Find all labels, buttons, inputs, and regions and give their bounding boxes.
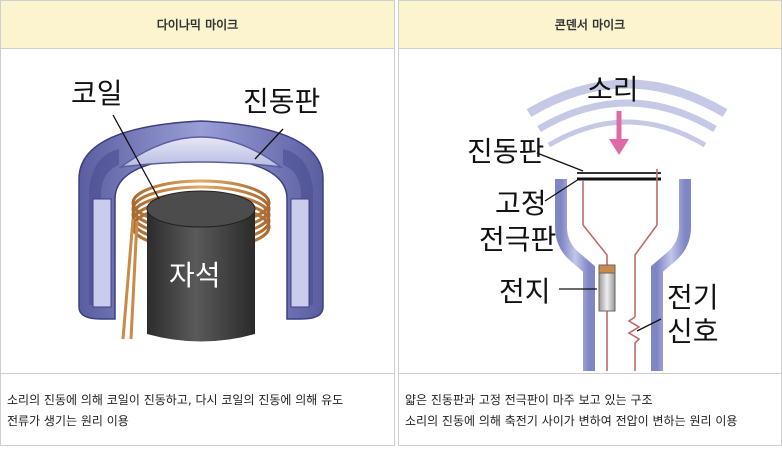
housing — [78, 120, 324, 320]
caption-line: 소리의 진동에 의해 코일이 진동하고, 다시 코일의 진동에 의해 유도 — [7, 393, 344, 407]
dynamic-mic-caption: 소리의 진동에 의해 코일이 진동하고, 다시 코일의 진동에 의해 유도 전류… — [1, 373, 394, 445]
mic-body — [555, 179, 691, 371]
fixed-electrode-leader-line — [544, 178, 580, 202]
diaphragm-label: 진동판 — [243, 85, 320, 118]
coil-leader-line — [112, 114, 160, 200]
signal-leader-line — [636, 318, 662, 332]
dynamic-mic-header: 다이나믹 마이크 — [1, 1, 394, 49]
fixed-electrode-label-line2: 전극판 — [479, 223, 556, 256]
condenser-mic-header: 콘덴서 마이크 — [399, 1, 781, 49]
signal-label-line1: 전기 — [667, 281, 719, 314]
sound-waves — [526, 79, 728, 148]
battery-label: 전지 — [499, 275, 551, 308]
dynamic-mic-illustration: 코일 진동판 자석 — [71, 77, 324, 342]
magnet-label: 자석 — [169, 259, 221, 292]
fixed-electrode-label-line1: 고정 — [495, 187, 547, 220]
signal-label-line2: 신호 — [667, 315, 719, 348]
caption-line: 얇은 진동판과 고정 전극판이 마주 보고 있는 구조 — [405, 393, 653, 407]
caption-line: 소리의 진동에 의해 축전기 사이가 변하여 전압이 변하는 원리 이용 — [405, 414, 738, 428]
coil-label: 코일 — [71, 77, 123, 110]
dynamic-mic-column: 다이나믹 마이크 — [0, 0, 395, 446]
diaphragm-label: 진동판 — [467, 135, 544, 168]
condenser-mic-diagram: 소리 진동판 고정 전극판 전지 전기 신호 — [399, 49, 781, 371]
battery — [598, 264, 616, 312]
sound-label: 소리 — [587, 73, 639, 106]
magnet — [146, 190, 256, 342]
dynamic-mic-diagram: 코일 진동판 자석 — [1, 49, 394, 371]
diaphragm-leader-line — [254, 128, 284, 160]
condenser-mic-caption: 얇은 진동판과 고정 전극판이 마주 보고 있는 구조 소리의 진동에 의해 축… — [399, 373, 781, 445]
condenser-mic-column: 콘덴서 마이크 — [398, 0, 782, 446]
diaphragm-dome — [118, 136, 284, 169]
caption-line: 전류가 생기는 원리 이용 — [7, 414, 129, 428]
sound-arrow — [609, 111, 629, 155]
diaphragm-leader-line — [536, 152, 584, 172]
condenser-mic-illustration: 소리 진동판 고정 전극판 전지 전기 신호 — [467, 73, 728, 371]
